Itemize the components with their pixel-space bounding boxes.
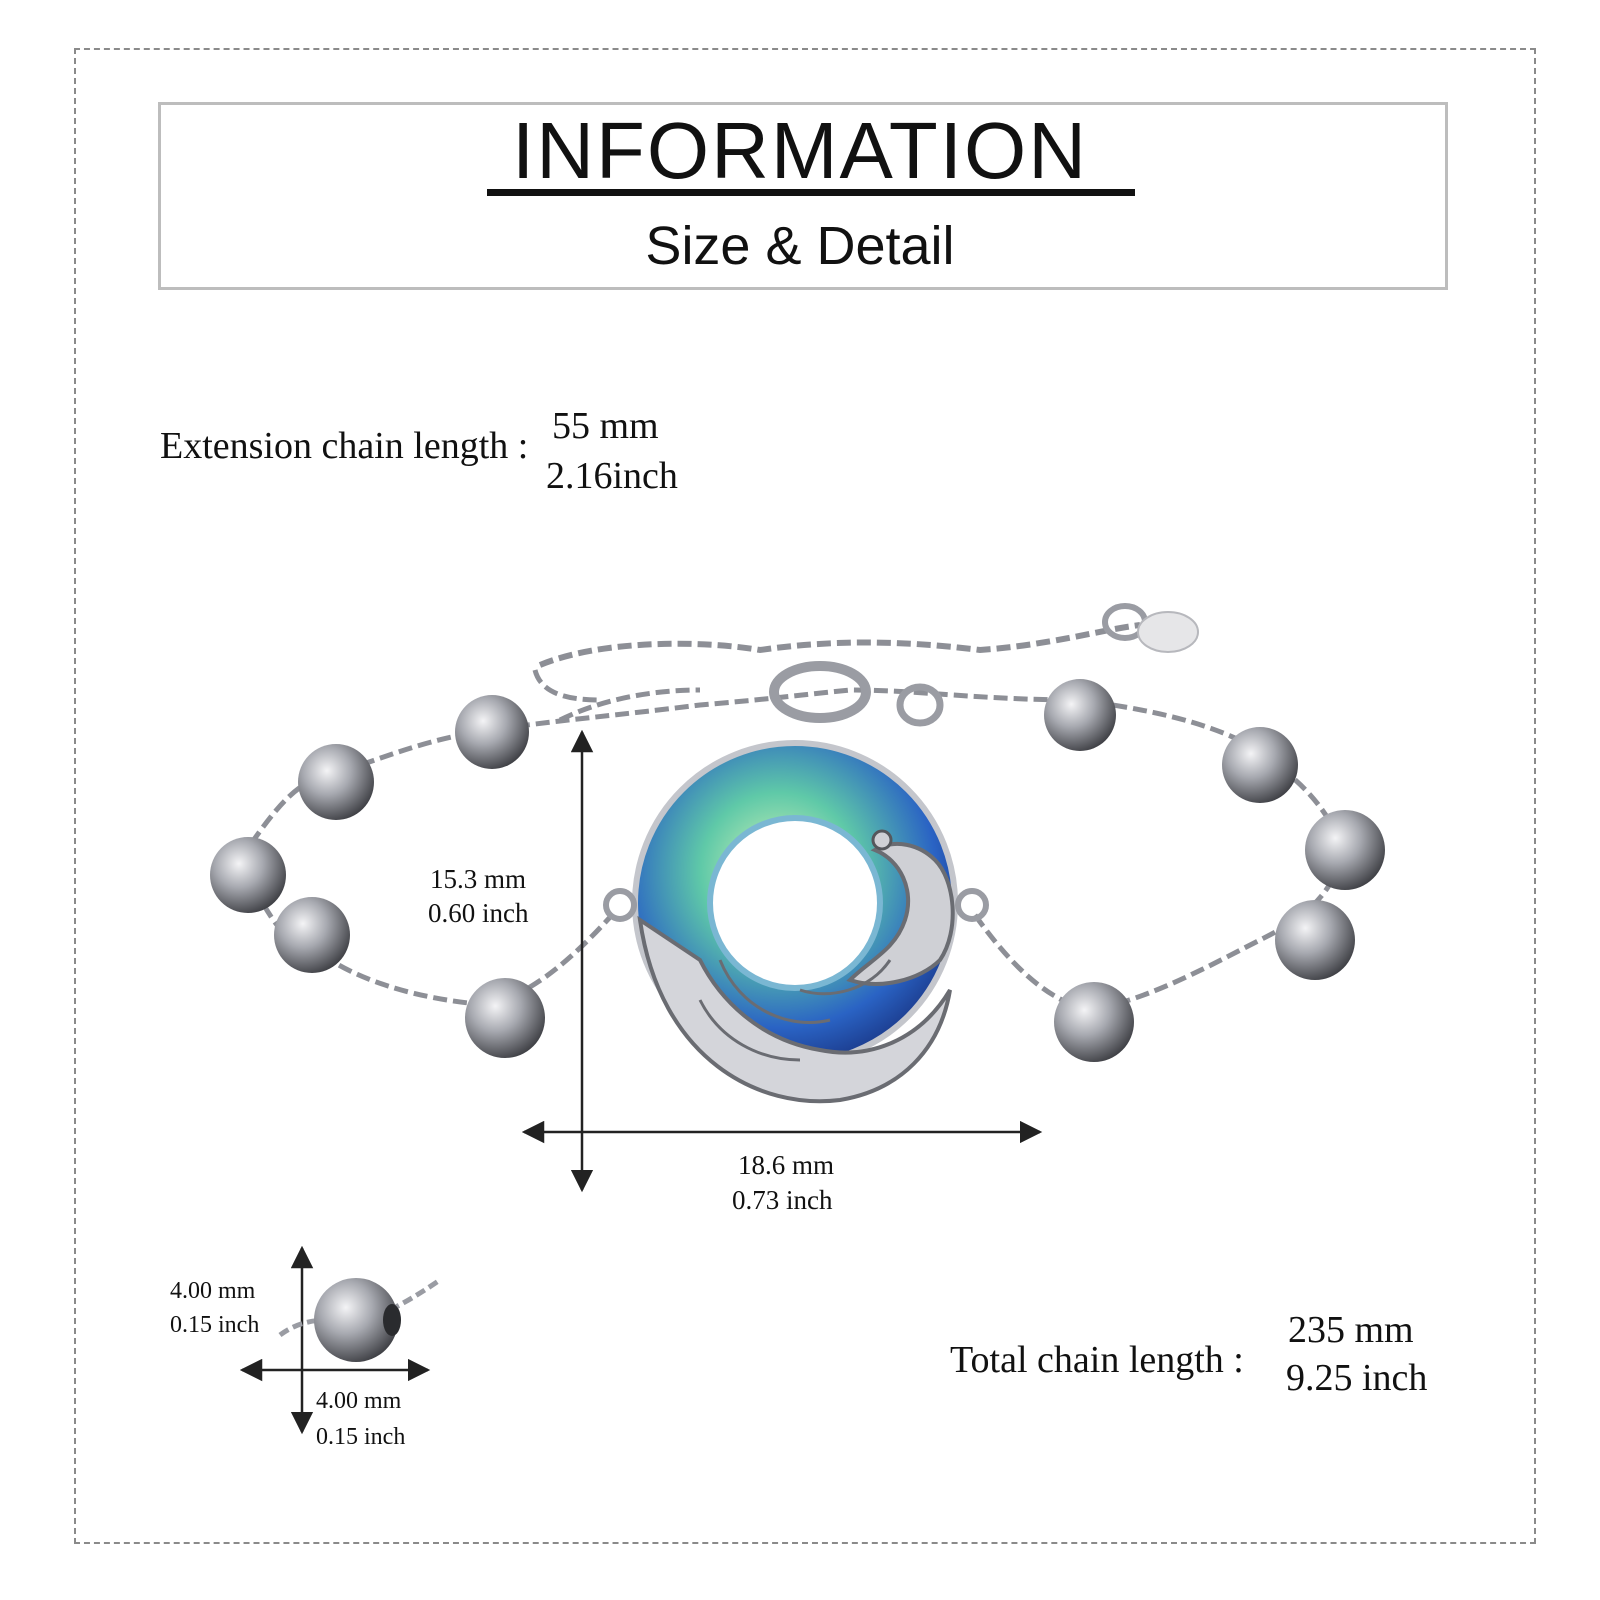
pendant-width-inch: 0.73 inch [732,1185,833,1215]
total-inch: 9.25 inch [1286,1357,1428,1399]
bead-height-inch: 0.15 inch [170,1312,260,1338]
extension-mm: 55 mm [552,405,659,447]
bead-detail [278,1277,442,1362]
peacock-pendant [603,740,989,1104]
pendant-width-mm: 18.6 mm [738,1150,835,1180]
header-box [158,102,1448,290]
total-label: Total chain length : [950,1339,1244,1381]
bead-width-inch: 0.15 inch [316,1424,406,1450]
bead-width-mm: 4.00 mm [316,1388,402,1414]
total-mm: 235 mm [1288,1309,1414,1351]
dimension-arrows [239,729,1043,1435]
bead-height-mm: 4.00 mm [170,1278,256,1304]
pendant-height-mm: 15.3 mm [430,864,527,894]
extension-inch: 2.16inch [546,455,678,497]
title-underline [487,189,1135,196]
lobster-clasp [769,603,1199,727]
dashed-frame [74,48,1536,1544]
page-subtitle: Size & Detail [645,216,955,276]
page-title: INFORMATION [511,106,1089,195]
pendant-height-inch: 0.60 inch [428,898,529,928]
extension-label: Extension chain length : [160,425,529,467]
beads [210,679,1385,1062]
